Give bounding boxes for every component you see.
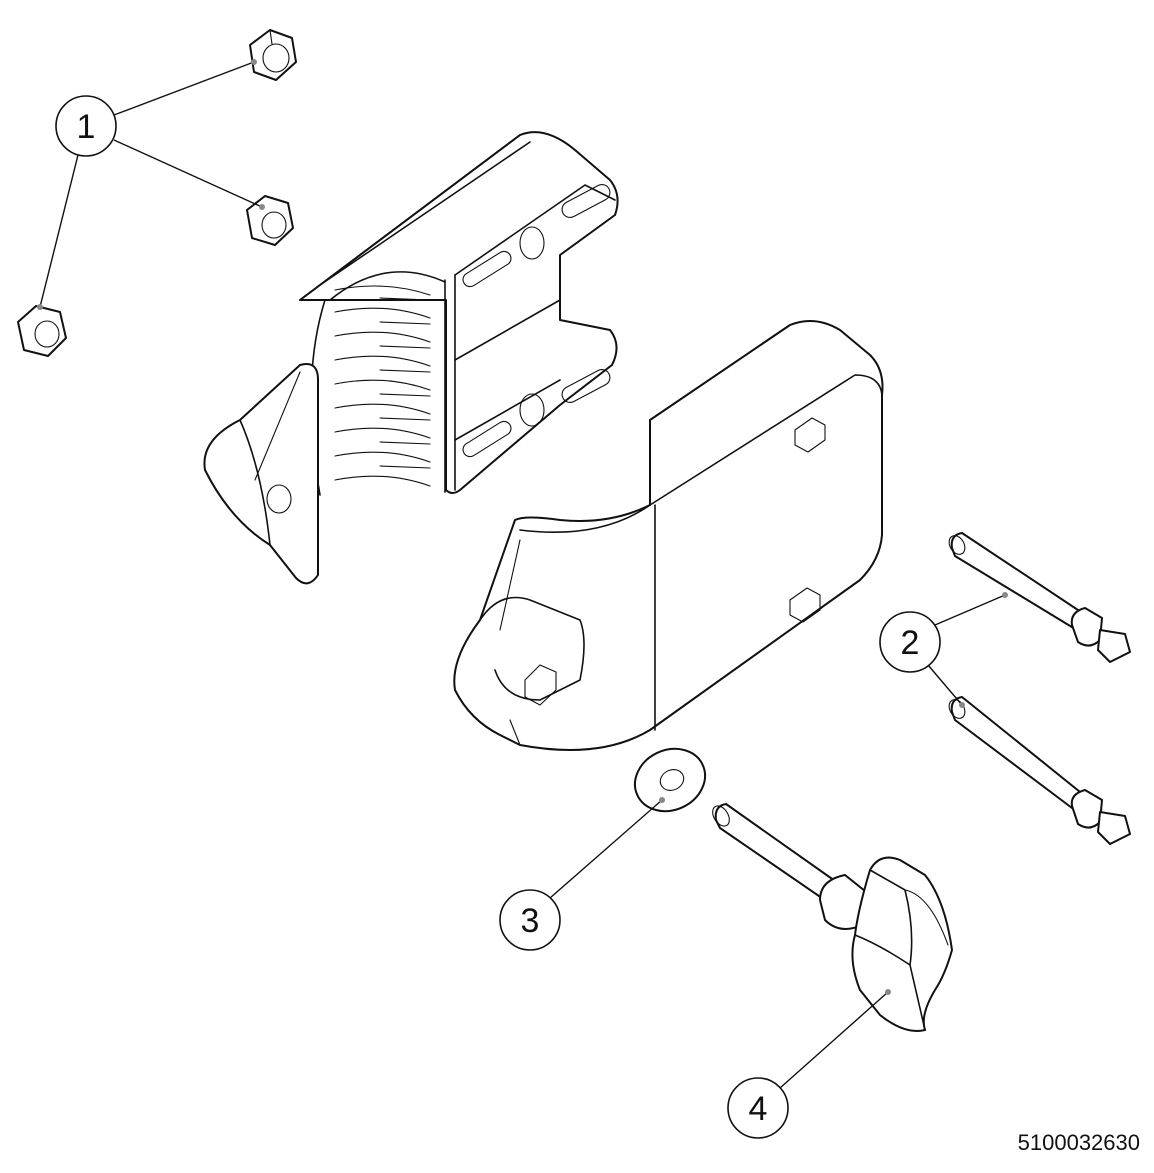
lower-clamp-half xyxy=(453,320,884,751)
callout-2-label: 2 xyxy=(901,624,920,662)
callout-4: 4 xyxy=(727,989,891,1139)
callout-4-label: 4 xyxy=(749,1090,768,1128)
drawing-number: 5100032630 xyxy=(1017,1130,1140,1155)
clamp-ribs xyxy=(334,285,431,487)
callout-2: 2 xyxy=(879,592,1008,708)
callout-2-circle xyxy=(879,611,941,673)
washer xyxy=(633,747,707,813)
upper-clamp-half xyxy=(203,131,619,585)
callout-1: 1 xyxy=(37,59,265,310)
pin-lower xyxy=(948,696,1131,845)
hex-nut-bottom xyxy=(17,305,67,357)
pin-upper xyxy=(948,532,1131,663)
callout-3-circle xyxy=(499,889,561,951)
callout-3: 3 xyxy=(499,797,665,951)
callout-3-label: 3 xyxy=(521,902,540,940)
hex-nut-middle xyxy=(246,195,294,246)
callout-1-label: 1 xyxy=(77,108,96,146)
callout-1-circle xyxy=(55,95,117,157)
hex-nut-top xyxy=(249,29,297,81)
callout-4-circle xyxy=(727,1077,789,1139)
wing-knob-bolt xyxy=(712,803,953,1032)
